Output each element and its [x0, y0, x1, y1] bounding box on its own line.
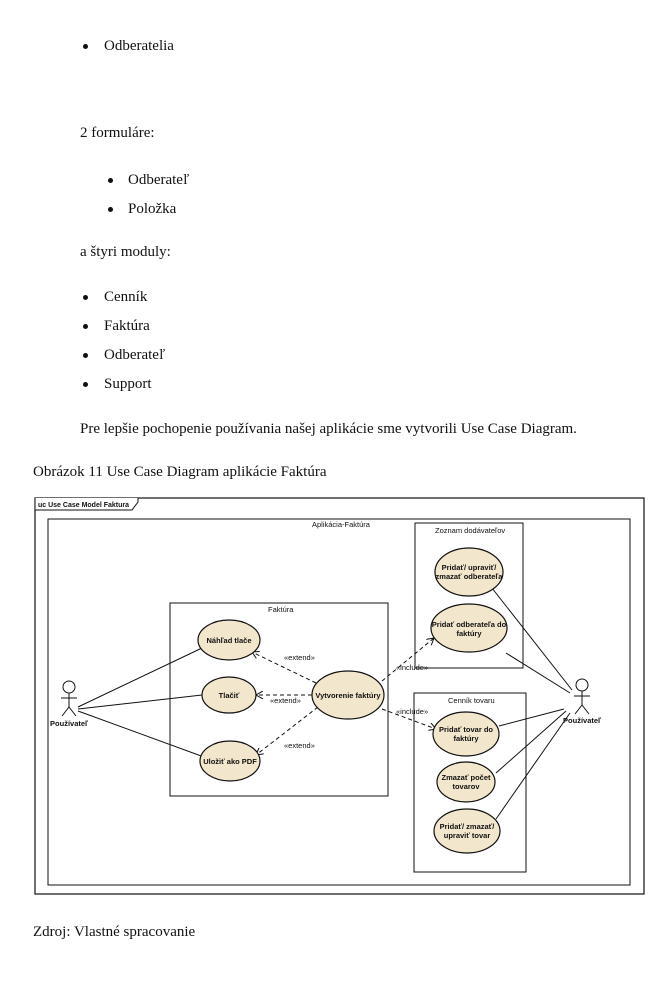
use-case-pridat-zmazat-tovar: [433, 808, 501, 854]
use-case-label: Pridať/ zmazať/: [440, 822, 496, 831]
use-case-tlacit: [201, 676, 257, 714]
use-case-nahlad-tlace: [197, 619, 261, 661]
association-line: [495, 710, 567, 774]
bullet: [108, 178, 113, 183]
extend-label: «extend»: [284, 653, 315, 662]
include-arrow: [381, 708, 436, 729]
figure-caption: Obrázok 11 Use Case Diagram aplikácie Fa…: [33, 464, 327, 480]
use-case-upravit-odberatela: [434, 547, 504, 597]
frame-tab: [34, 498, 139, 511]
faktura-boundary: [169, 602, 389, 797]
association-line: [77, 647, 203, 708]
source-note: Zdroj: Vlastné spracovanie: [33, 924, 196, 940]
system-title: Aplikácia-Faktúra: [312, 520, 371, 529]
bullet: [83, 295, 88, 300]
association-line: [505, 652, 571, 694]
association-line: [495, 712, 571, 820]
bullet: [83, 324, 88, 329]
use-case-label: Uložiť ako PDF: [203, 757, 257, 766]
use-case-label: tovarov: [452, 782, 480, 791]
form-item: Odberateľ: [128, 172, 190, 188]
module-item: Faktúra: [104, 318, 150, 334]
include-arrow: [381, 638, 434, 682]
association-line: [77, 694, 203, 710]
association-line: [77, 710, 205, 758]
use-case-label: Zmazať počet: [441, 773, 491, 782]
zoznam-title: Zoznam dodávateľov: [435, 526, 505, 535]
use-case-label: Pridať/ upraviť/: [442, 563, 498, 572]
paragraph: Pre lepšie pochopenie používania našej a…: [80, 421, 577, 437]
use-case-pridat-tovar: [432, 711, 500, 757]
use-case-label: Náhľad tlače: [207, 636, 252, 645]
use-case-ulozit-pdf: [199, 740, 261, 782]
actor-left-label: Používateľ: [50, 719, 88, 728]
use-case-label: Pridať odberateľa do: [432, 620, 507, 629]
faktura-title: Faktúra: [268, 605, 294, 614]
bullet: [83, 44, 88, 49]
association-line: [487, 582, 573, 691]
module-item: Cenník: [104, 289, 148, 305]
actor-right-label: Používateľ: [563, 716, 601, 725]
use-case-vytvorenie-faktury: [311, 670, 385, 720]
module-item: Odberateľ: [104, 347, 166, 363]
extend-arrow: [252, 652, 317, 684]
association-line: [498, 708, 565, 727]
system-boundary: [47, 518, 631, 886]
use-case-diagram: uc Use Case Model Faktura Aplikácia-Fakt…: [34, 497, 645, 895]
modules-intro: a štyri moduly:: [80, 244, 171, 260]
use-case-label: zmazať odberateľa: [436, 572, 504, 581]
form-item: Položka: [128, 201, 177, 217]
bullet: [83, 382, 88, 387]
use-case-label: faktúry: [453, 734, 479, 743]
actor-left-icon: [61, 680, 77, 717]
include-label: «include»: [396, 707, 428, 716]
use-case-label: Pridať tovar do: [439, 725, 493, 734]
cennik-boundary: [413, 692, 527, 873]
bullet: [83, 353, 88, 358]
list-item-odberatelia: Odberatelia: [104, 38, 174, 54]
extend-label: «extend»: [270, 696, 301, 705]
zoznam-boundary: [414, 522, 524, 669]
use-case-label: Vytvorenie faktúry: [315, 691, 381, 700]
use-case-label: upraviť tovar: [444, 831, 491, 840]
use-case-zmazat-pocet: [436, 761, 496, 803]
cennik-title: Cenník tovaru: [448, 696, 495, 705]
use-case-label: Tlačiť: [219, 691, 240, 700]
include-label: «include»: [396, 663, 428, 672]
use-case-pridat-odberatela: [430, 603, 508, 653]
forms-intro: 2 formuláre:: [80, 125, 155, 141]
extend-arrow: [256, 706, 319, 755]
use-case-label: faktúry: [456, 629, 482, 638]
module-item: Support: [104, 376, 152, 392]
bullet: [108, 207, 113, 212]
extend-label: «extend»: [284, 741, 315, 750]
frame-title: uc Use Case Model Faktura: [38, 502, 129, 509]
actor-right-icon: [574, 678, 590, 715]
